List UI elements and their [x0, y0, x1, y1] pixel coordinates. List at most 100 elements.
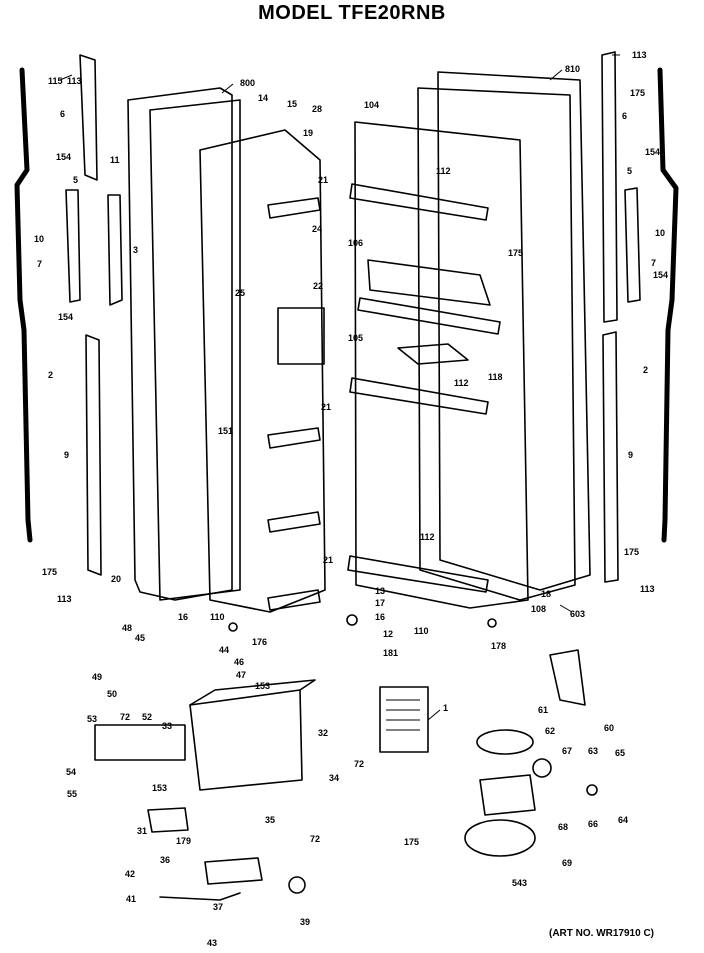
trim-strip-9-right	[602, 331, 619, 583]
svg-text:18: 18	[541, 589, 551, 599]
part-41	[159, 892, 241, 901]
svg-text:28: 28	[312, 104, 322, 114]
shelf-105	[357, 297, 501, 335]
svg-text:66: 66	[588, 819, 598, 829]
svg-text:47: 47	[236, 670, 246, 680]
svg-text:112: 112	[420, 532, 435, 542]
svg-text:113: 113	[57, 594, 72, 604]
svg-text:175: 175	[630, 88, 645, 98]
svg-text:153: 153	[255, 681, 270, 691]
svg-text:104: 104	[364, 100, 379, 110]
shelf-112c	[347, 555, 489, 593]
trim-strip-6-right	[601, 51, 618, 323]
svg-text:154: 154	[645, 147, 660, 157]
svg-text:68: 68	[558, 822, 568, 832]
svg-text:39: 39	[300, 917, 310, 927]
trim-strip-6-left	[79, 54, 98, 181]
egg-tray-118	[397, 343, 469, 365]
leader-lines	[59, 54, 620, 721]
svg-text:112: 112	[436, 166, 451, 176]
part-38	[204, 857, 263, 885]
ice-bucket-housing	[189, 689, 303, 791]
ice-bucket-top	[189, 679, 316, 706]
svg-text:25: 25	[235, 288, 245, 298]
svg-text:20: 20	[111, 574, 121, 584]
svg-text:2: 2	[643, 365, 648, 375]
svg-text:64: 64	[618, 815, 628, 825]
svg-text:72: 72	[310, 834, 320, 844]
part-labels: 115 113 6 154 5 11 10 7 3 154 2 9 175 11…	[34, 50, 668, 948]
svg-text:6: 6	[622, 111, 627, 121]
freezer-door-liner	[199, 129, 326, 613]
svg-text:62: 62	[545, 726, 555, 736]
freezer-door-edge	[149, 99, 241, 601]
freezer-shelf-21b	[267, 427, 321, 449]
svg-text:46: 46	[234, 657, 244, 667]
svg-text:54: 54	[66, 767, 76, 777]
svg-text:175: 175	[624, 547, 639, 557]
svg-text:12: 12	[383, 629, 393, 639]
freezer-shelf-21c	[267, 511, 321, 533]
handle-right	[624, 187, 641, 303]
fresh-food-door-inner	[417, 87, 576, 601]
handle-left	[65, 189, 81, 303]
freezer-door-outer	[127, 87, 233, 601]
svg-text:543: 543	[512, 878, 527, 888]
freezer-shelf-21a	[267, 197, 321, 219]
part-62	[532, 758, 552, 778]
svg-text:45: 45	[135, 633, 145, 643]
gasket-left	[14, 67, 33, 543]
svg-text:53: 53	[87, 714, 97, 724]
svg-text:33: 33	[162, 721, 172, 731]
svg-text:3: 3	[133, 245, 138, 255]
svg-text:17: 17	[375, 598, 385, 608]
svg-text:113: 113	[67, 76, 82, 86]
svg-text:36: 36	[160, 855, 170, 865]
diagram-title: MODEL TFE20RNB	[258, 2, 446, 24]
svg-text:24: 24	[312, 224, 322, 234]
svg-text:2: 2	[48, 370, 53, 380]
svg-text:9: 9	[64, 450, 69, 460]
svg-text:43: 43	[207, 938, 217, 948]
svg-text:175: 175	[42, 567, 57, 577]
svg-text:69: 69	[562, 858, 572, 868]
svg-text:11: 11	[110, 155, 120, 165]
svg-text:1: 1	[443, 703, 448, 713]
svg-text:35: 35	[265, 815, 275, 825]
svg-text:154: 154	[653, 270, 668, 280]
bracket-60	[549, 649, 586, 706]
svg-text:118: 118	[488, 372, 503, 382]
compressor-body-66	[479, 774, 536, 816]
svg-text:72: 72	[120, 712, 130, 722]
svg-text:115: 115	[48, 76, 63, 86]
svg-text:110: 110	[210, 612, 225, 622]
svg-text:810: 810	[565, 64, 580, 74]
svg-text:800: 800	[240, 78, 255, 88]
svg-text:31: 31	[137, 826, 147, 836]
svg-text:61: 61	[538, 705, 548, 715]
svg-text:112: 112	[454, 378, 469, 388]
svg-text:175: 175	[508, 248, 523, 258]
svg-text:67: 67	[562, 746, 572, 756]
shelf-112b	[349, 377, 489, 415]
part-176	[228, 622, 238, 632]
svg-text:19: 19	[303, 128, 313, 138]
svg-text:6: 6	[60, 109, 65, 119]
svg-text:50: 50	[107, 689, 117, 699]
svg-text:10: 10	[655, 228, 665, 238]
svg-text:16: 16	[375, 612, 385, 622]
part-63	[586, 784, 598, 796]
svg-text:42: 42	[125, 869, 135, 879]
door-panel-22	[277, 307, 325, 365]
front-grille-53	[94, 724, 186, 761]
motor-mount-68	[464, 819, 536, 857]
svg-text:21: 21	[321, 402, 331, 412]
svg-text:5: 5	[627, 166, 632, 176]
part-39	[288, 876, 306, 894]
handle-bracket-left	[107, 194, 123, 306]
shelf-112a	[349, 183, 489, 221]
freezer-shelf-21d	[267, 589, 321, 611]
svg-text:21: 21	[323, 555, 333, 565]
svg-text:44: 44	[219, 645, 229, 655]
compressor-cup-61	[476, 729, 534, 755]
